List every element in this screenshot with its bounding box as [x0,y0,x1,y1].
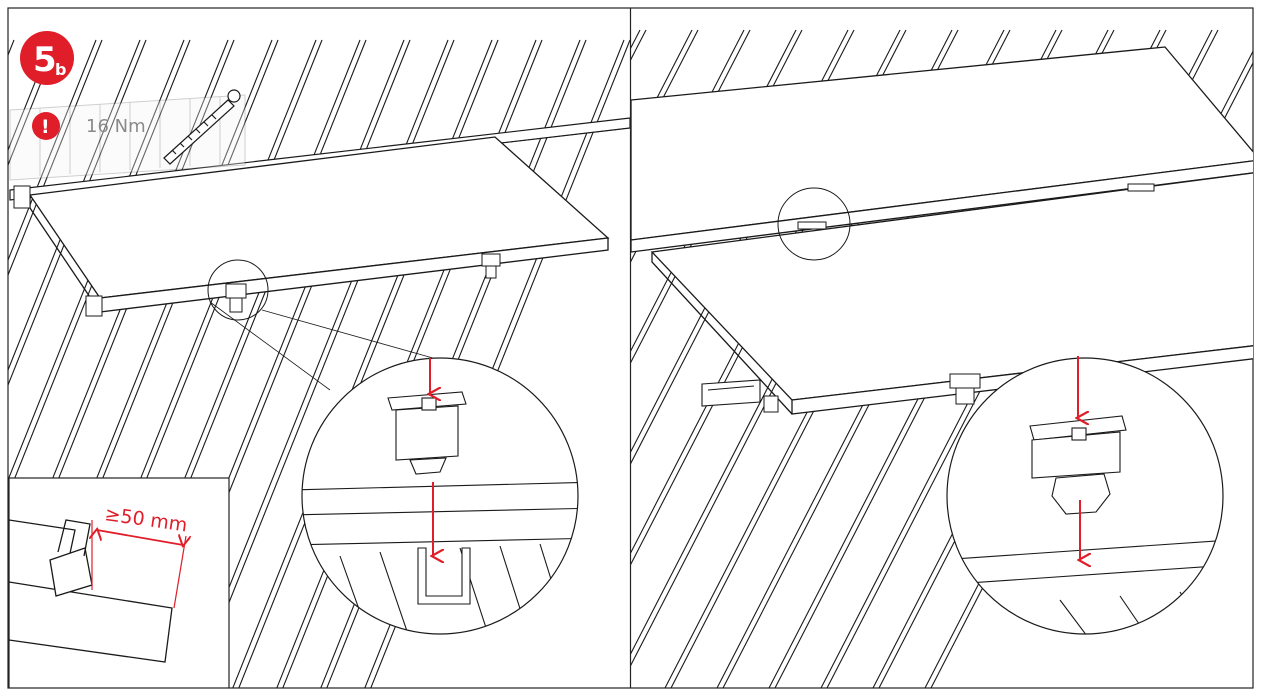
step-badge: 5 b [20,31,74,85]
roof-rib [8,39,141,372]
roof-rib-edge [8,39,147,387]
torque-warning: ! 16 Nm [32,112,146,140]
magnified-detail-right [946,356,1224,635]
inset-distance-detail: ≥50 mm [8,477,230,688]
detail-leader-1 [209,301,331,391]
magnified-detail-left [301,357,579,635]
side-rail [701,379,761,407]
detail-marker-right [777,187,851,261]
torque-value: 16 Nm [86,116,146,137]
right-panel [631,29,1253,688]
clamp-left-3 [13,185,103,317]
left-panel: ≥50 mm [8,39,630,688]
exclamation-icon [32,112,60,140]
clamp-left-1 [225,283,247,313]
warning-icon-text: ! [41,116,50,138]
clamp-right-2 [1127,183,1155,192]
roof-rib [8,39,185,482]
detail-marker-left [207,259,269,321]
clamp-right-4 [763,395,779,413]
roof-rib [8,39,53,152]
step-subscript: b [55,60,66,79]
distance-tick-right [173,535,187,609]
roof-rib-edge [8,39,103,277]
roof-rib [8,39,97,262]
clamp-right-1 [797,221,827,230]
clamp-right-3 [949,373,981,405]
roof-rib-edge [8,39,59,167]
roof-rib-edge [8,39,191,497]
distance-arrow [97,530,183,545]
solar-module-upper [631,46,1253,253]
detail-leader-2 [261,309,441,361]
faded-module [9,94,246,181]
step-number: 5 [33,40,57,80]
clamp-left-2 [481,253,501,279]
torque-wrench-icon [163,89,241,165]
roof-rib [8,40,9,42]
